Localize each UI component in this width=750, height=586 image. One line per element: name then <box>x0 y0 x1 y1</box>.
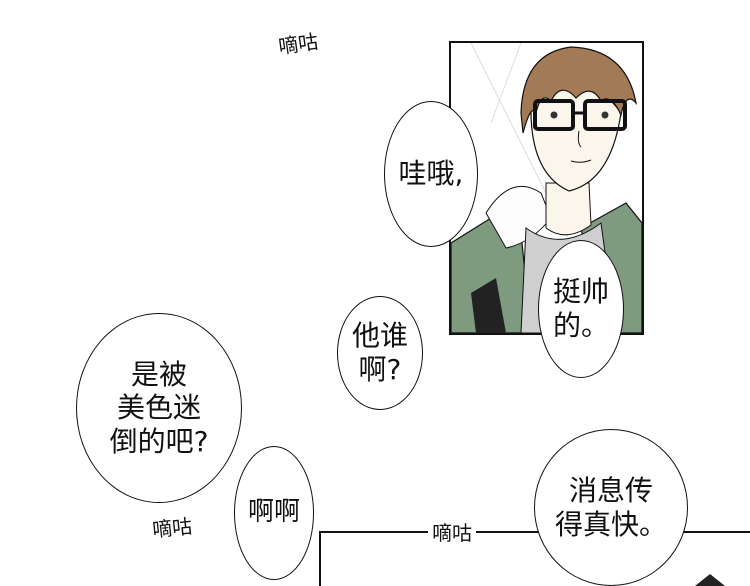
speech-bubble-charmed: 是被 美色迷 倒的吧? <box>76 313 242 503</box>
speech-bubble-who: 他谁 啊? <box>337 296 423 410</box>
character-panel <box>449 41 644 335</box>
speech-text-ahah: 啊啊 <box>247 497 300 528</box>
speech-text-handsome: 挺帅 的。 <box>552 275 609 342</box>
bottom-panel-art-hint <box>695 574 725 586</box>
speech-bubble-ahah: 啊啊 <box>234 446 314 580</box>
speech-bubble-news: 消息传 得真快。 <box>534 429 688 586</box>
glasses-left <box>533 99 575 131</box>
speech-bubble-wow: 哇哦, <box>384 101 478 247</box>
speech-bubble-handsome: 挺帅 的。 <box>538 240 624 378</box>
speech-text-news: 消息传 得真快。 <box>554 473 667 541</box>
sfx-text-bottom-center: 嘀咕 <box>428 517 476 546</box>
bottom-panel-border <box>319 531 750 586</box>
sfx-text-left-bottom: 嘀咕 <box>151 513 194 543</box>
speech-text-wow: 哇哦, <box>398 157 464 191</box>
speech-text-who: 他谁 啊? <box>351 319 408 386</box>
speech-text-charmed: 是被 美色迷 倒的吧? <box>109 357 209 458</box>
sfx-text-top: 嘀咕 <box>276 29 320 59</box>
glasses-right <box>583 99 627 131</box>
